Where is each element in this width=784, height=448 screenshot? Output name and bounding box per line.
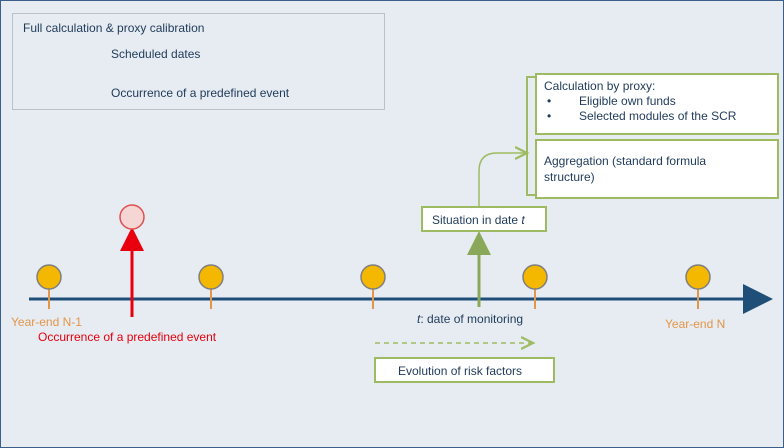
proxy-bracket xyxy=(526,76,535,196)
scheduled-date-marker xyxy=(360,264,386,309)
legend-title: Full calculation & proxy calibration xyxy=(23,21,205,35)
scheduled-date-marker xyxy=(198,264,224,309)
situation-connector xyxy=(478,153,527,206)
scheduled-date-marker xyxy=(685,264,711,309)
scheduled-date-marker xyxy=(522,264,548,309)
evolution-box: Evolution of risk factors xyxy=(374,357,555,383)
proxy-bullet: •Selected modules of the SCR xyxy=(547,109,737,123)
monitoring-var: t xyxy=(417,312,421,326)
event-timeline-label: Occurrence of a predefined event xyxy=(38,330,217,344)
situation-box: Situation in date t xyxy=(421,206,547,232)
monitoring-label: t: date of monitoring xyxy=(417,312,523,326)
proxy-title: Calculation by proxy: xyxy=(544,79,656,93)
proxy-bullet: •Eligible own funds xyxy=(547,94,676,108)
legend-scheduled-label: Scheduled dates xyxy=(111,47,201,61)
event-circle xyxy=(119,204,145,230)
scheduled-date-marker xyxy=(36,264,62,309)
aggregation-text: Aggregation (standard formula structure) xyxy=(544,154,707,184)
end-label: Year-end N xyxy=(665,317,726,331)
legend-event-label: Occurrence of a predefined event xyxy=(111,86,290,100)
aggregation-box: Aggregation (standard formula structure) xyxy=(535,139,779,199)
monitoring-text: : date of monitoring xyxy=(420,312,524,326)
evolution-label: Evolution of risk factors xyxy=(398,364,523,378)
legend-box: Full calculation & proxy calibration Sch… xyxy=(12,13,385,110)
situation-var: t xyxy=(521,213,525,227)
situation-text: Situation in date xyxy=(432,213,522,227)
proxy-box: Calculation by proxy: •Eligible own fund… xyxy=(535,73,779,135)
start-label: Year-end N-1 xyxy=(11,315,82,329)
